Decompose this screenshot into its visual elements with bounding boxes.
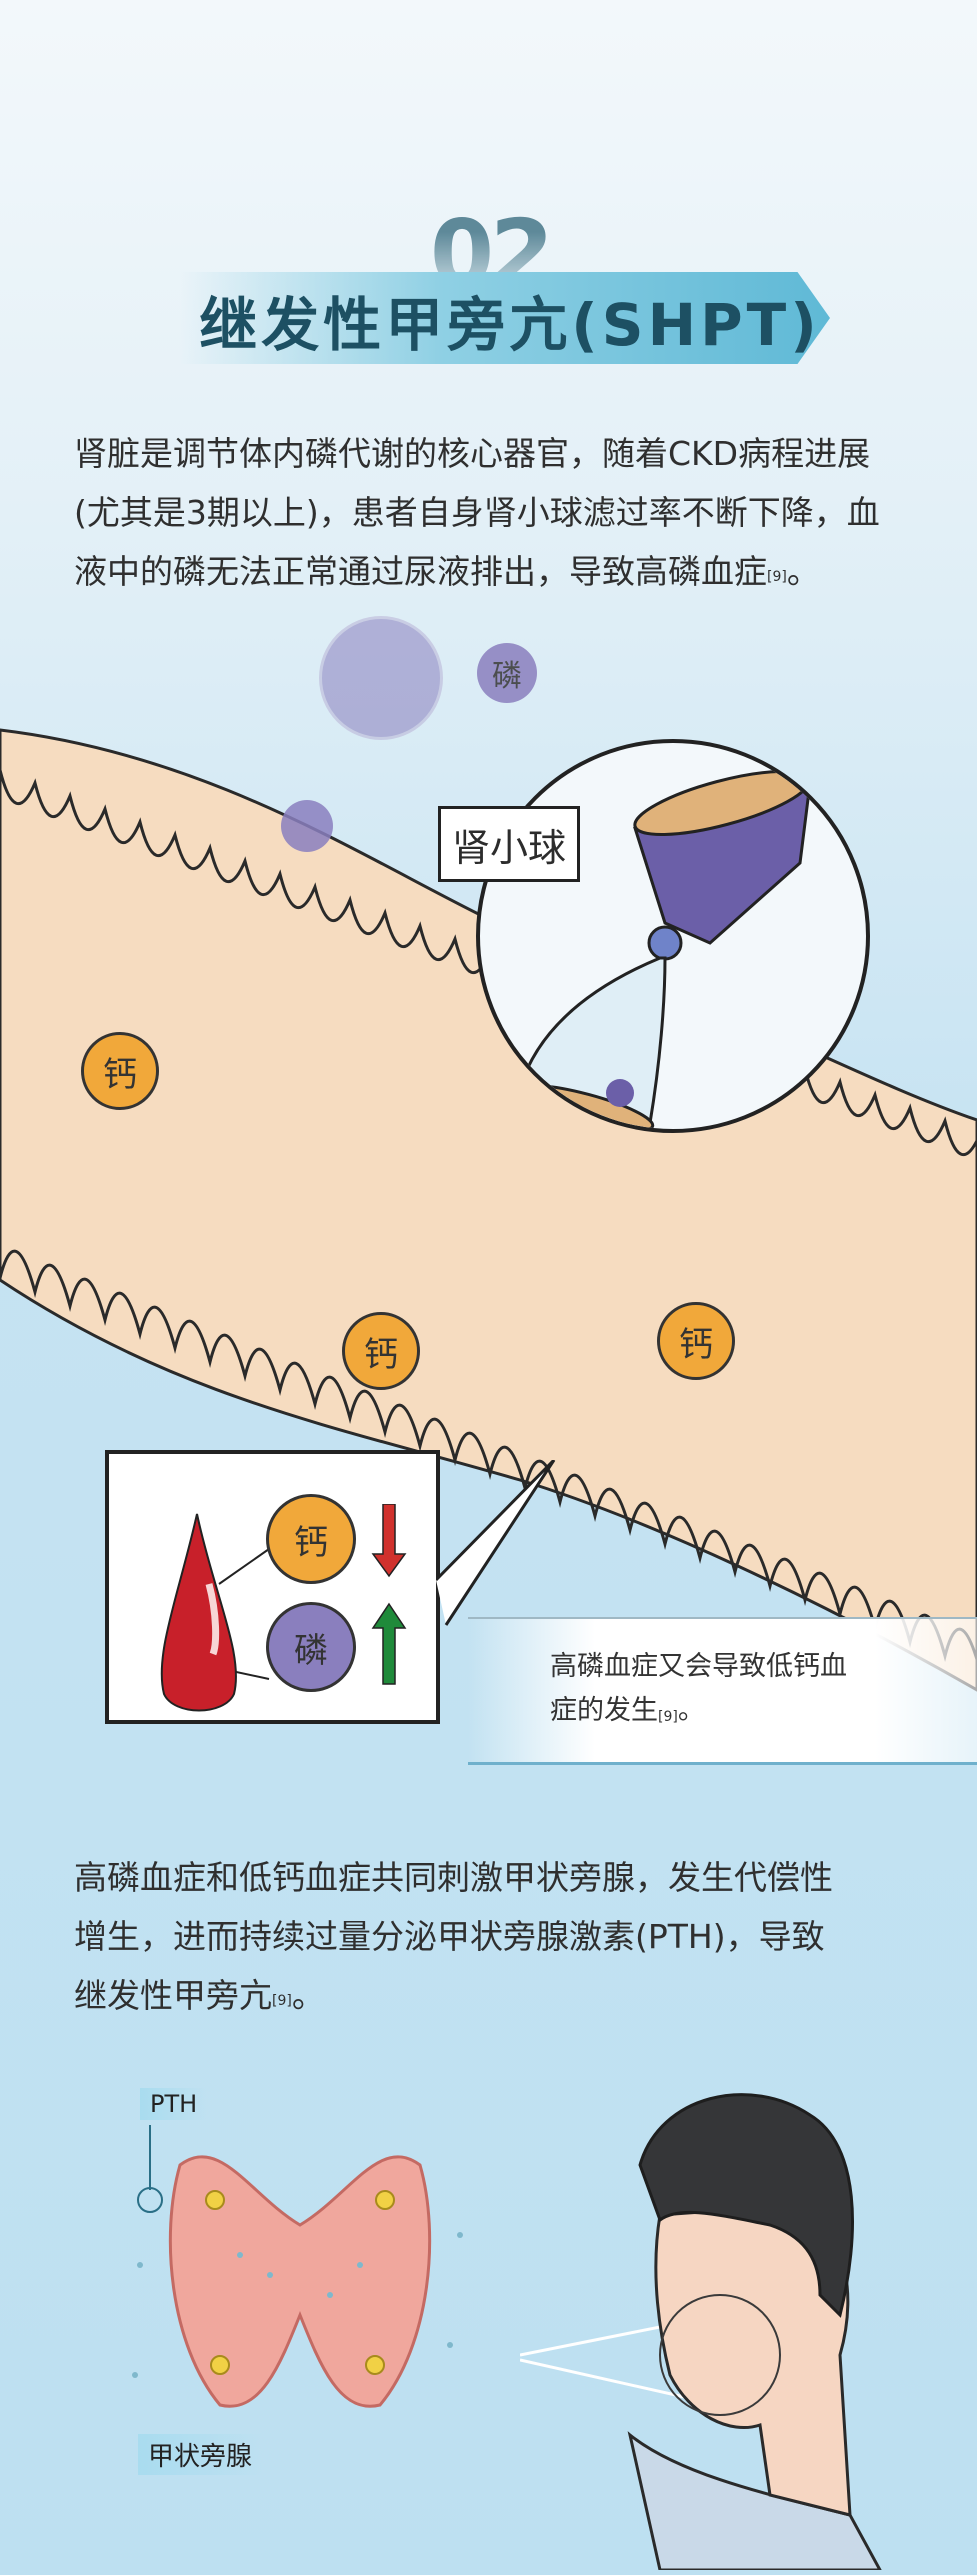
period: 。 xyxy=(677,1695,705,1726)
callout-line: 症的发生 xyxy=(550,1695,658,1726)
pth-label: PTH xyxy=(140,2088,208,2120)
parathyroid-label: 甲状旁腺 xyxy=(138,2434,263,2475)
reference: [9] xyxy=(272,1993,292,2009)
callout-line: 高磷血症又会导致低钙血 xyxy=(550,1651,847,1682)
inset-calcium: 钙 xyxy=(266,1494,356,1584)
trend-arrows xyxy=(371,1504,407,1685)
title-banner xyxy=(180,272,830,364)
paragraph-line: 继发性甲旁亢 xyxy=(74,1976,272,2015)
calcium-dot: 钙 xyxy=(81,1032,159,1110)
paragraph-line: 液中的磷无法正常通过尿液排出，导致高磷血症 xyxy=(74,552,767,591)
paragraph-line: 高磷血症和低钙血症共同刺激甲状旁腺，发生代偿性 xyxy=(74,1858,833,1897)
intro-paragraph: 肾脏是调节体内磷代谢的核心器官，随着CKD病程进展 (尤其是3期以上)，患者自身… xyxy=(74,424,914,601)
phosphorus-dot: 磷 xyxy=(477,643,537,703)
parathyroid-illustration xyxy=(132,2125,463,2408)
second-paragraph: 高磷血症和低钙血症共同刺激甲状旁腺，发生代偿性 增生，进而持续过量分泌甲状旁腺激… xyxy=(74,1848,924,2025)
calcium-dot: 钙 xyxy=(657,1302,735,1380)
calcium-dot: 钙 xyxy=(342,1312,420,1390)
period: 。 xyxy=(786,552,820,591)
reference: [9] xyxy=(658,1709,678,1725)
callout-text: 高磷血症又会导致低钙血 症的发生[9]。 xyxy=(550,1645,950,1733)
blood-drop-icon xyxy=(160,1513,270,1712)
inset-phosphorus: 磷 xyxy=(266,1602,356,1692)
reference: [9] xyxy=(767,569,787,585)
phosphorus-bubble xyxy=(319,616,443,740)
tubule-villi-bottom xyxy=(0,1249,977,1666)
period: 。 xyxy=(291,1976,325,2015)
paragraph-line: 肾脏是调节体内磷代谢的核心器官，随着CKD病程进展 xyxy=(74,434,871,473)
phosphorus-small-dot xyxy=(281,800,333,852)
section-title: 继发性甲旁亢(SHPT) xyxy=(199,291,821,359)
up-arrow-icon xyxy=(371,1602,407,1685)
glomerulus-magnifier xyxy=(476,739,870,1133)
hourglass-icon xyxy=(515,769,812,1129)
tubule-illustration xyxy=(0,728,977,1692)
blood-inset: 钙 磷 xyxy=(105,1450,440,1724)
down-arrow-icon xyxy=(371,1504,407,1578)
callout-box xyxy=(468,1617,977,1765)
paragraph-line: 增生，进而持续过量分泌甲状旁腺激素(PTH)，导致 xyxy=(74,1917,825,1956)
patient-illustration xyxy=(520,2093,882,2570)
paragraph-line: (尤其是3期以上)，患者自身肾小球滤过率不断下降，血 xyxy=(74,493,880,532)
glomerulus-label: 肾小球 xyxy=(438,806,580,882)
callout-pointer xyxy=(436,1460,556,1626)
